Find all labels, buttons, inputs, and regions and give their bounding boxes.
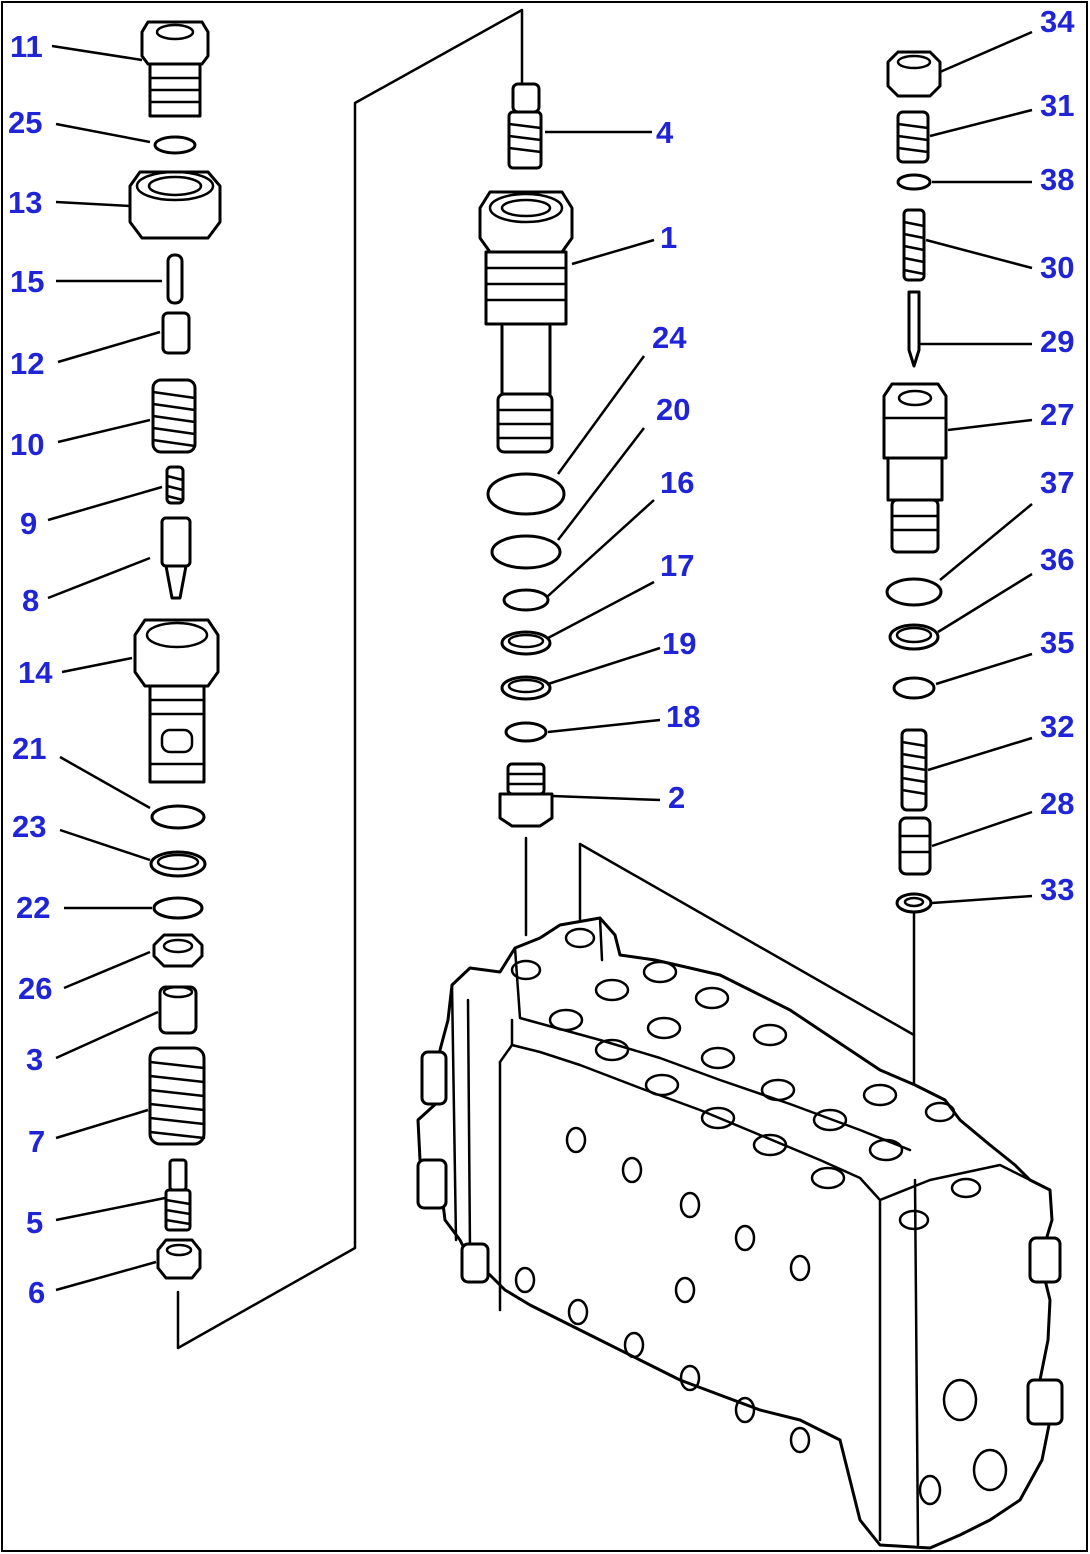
part-18-o-ring[interactable] — [504, 721, 548, 743]
callout-labels: 11 25 13 15 12 10 9 8 14 21 23 22 26 3 7… — [8, 4, 1075, 1310]
leader-lines — [47, 30, 1033, 1292]
part-1-valve-assembly[interactable] — [478, 190, 574, 454]
callout-10[interactable]: 10 — [10, 427, 44, 462]
part-6-nut[interactable] — [156, 1238, 202, 1280]
callout-23[interactable]: 23 — [12, 809, 46, 844]
part-16-o-ring[interactable] — [502, 588, 550, 612]
callout-9[interactable]: 9 — [20, 506, 37, 541]
callout-36[interactable]: 36 — [1040, 542, 1074, 577]
part-4-screw[interactable] — [507, 82, 543, 170]
callout-3[interactable]: 3 — [26, 1042, 43, 1077]
callout-18[interactable]: 18 — [666, 699, 700, 734]
part-8-poppet[interactable] — [160, 516, 192, 600]
callout-8[interactable]: 8 — [22, 583, 39, 618]
callout-16[interactable]: 16 — [660, 465, 694, 500]
callout-29[interactable]: 29 — [1040, 324, 1074, 359]
housing-front-holes — [514, 1126, 1008, 1506]
callout-38[interactable]: 38 — [1040, 162, 1074, 197]
part-22-o-ring[interactable] — [152, 896, 204, 920]
part-32-spring[interactable] — [900, 728, 928, 812]
part-3-piston[interactable] — [158, 985, 198, 1035]
housing-ports — [510, 927, 982, 1231]
part-20-o-ring[interactable] — [490, 534, 562, 570]
part-31-screw[interactable] — [896, 110, 930, 164]
callout-20[interactable]: 20 — [656, 392, 690, 427]
callout-19[interactable]: 19 — [662, 626, 696, 661]
callout-11[interactable]: 11 — [10, 29, 43, 64]
part-12-sleeve[interactable] — [161, 311, 191, 355]
part-2-plug[interactable] — [498, 762, 554, 828]
callout-32[interactable]: 32 — [1040, 709, 1074, 744]
callout-21[interactable]: 21 — [12, 731, 46, 766]
part-35-o-ring[interactable] — [892, 676, 936, 700]
part-14-valve-body[interactable] — [133, 618, 220, 784]
callout-22[interactable]: 22 — [16, 890, 50, 925]
callout-13[interactable]: 13 — [8, 185, 42, 220]
right-stack — [882, 50, 948, 914]
callout-5[interactable]: 5 — [26, 1205, 43, 1240]
part-36-backup-ring[interactable] — [888, 623, 940, 651]
callout-35[interactable]: 35 — [1040, 625, 1074, 660]
part-23-backup-ring[interactable] — [149, 850, 207, 878]
callout-6[interactable]: 6 — [28, 1275, 45, 1310]
control-valve-housing — [416, 916, 1064, 1550]
callout-34[interactable]: 34 — [1040, 4, 1075, 39]
callout-25[interactable]: 25 — [8, 105, 42, 140]
left-stack — [128, 20, 222, 1280]
part-27-valve-body[interactable] — [882, 382, 948, 554]
part-13-nut[interactable] — [128, 170, 222, 240]
part-11-plug[interactable] — [140, 20, 210, 118]
part-28-poppet[interactable] — [898, 816, 932, 876]
callout-7[interactable]: 7 — [28, 1124, 45, 1159]
part-30-spring[interactable] — [902, 208, 926, 282]
callout-4[interactable]: 4 — [656, 115, 674, 150]
part-25-o-ring[interactable] — [153, 135, 197, 155]
callout-31[interactable]: 31 — [1040, 88, 1074, 123]
part-10-spring[interactable] — [151, 378, 197, 454]
part-26-seat[interactable] — [152, 933, 204, 968]
part-7-spring[interactable] — [148, 1046, 206, 1146]
part-29-needle[interactable] — [907, 290, 921, 368]
center-stack — [478, 82, 574, 828]
callout-27[interactable]: 27 — [1040, 397, 1074, 432]
part-19-backup-ring[interactable] — [500, 675, 552, 701]
callout-17[interactable]: 17 — [660, 548, 694, 583]
part-38-o-ring[interactable] — [896, 173, 932, 191]
callout-28[interactable]: 28 — [1040, 786, 1074, 821]
callout-2[interactable]: 2 — [668, 780, 685, 815]
part-21-o-ring[interactable] — [150, 804, 206, 830]
callout-24[interactable]: 24 — [652, 320, 687, 355]
callout-37[interactable]: 37 — [1040, 465, 1074, 500]
part-37-o-ring[interactable] — [885, 577, 943, 607]
callout-1[interactable]: 1 — [660, 220, 677, 255]
callout-14[interactable]: 14 — [18, 655, 53, 690]
part-17-backup-ring[interactable] — [500, 630, 552, 656]
part-9-spring[interactable] — [165, 465, 185, 505]
part-24-o-ring[interactable] — [486, 472, 566, 516]
part-15-pin[interactable] — [166, 253, 184, 305]
part-5-adjust-screw[interactable] — [164, 1158, 192, 1232]
part-33-ring[interactable] — [895, 892, 933, 914]
part-34-cap[interactable] — [886, 50, 942, 98]
callout-15[interactable]: 15 — [10, 264, 44, 299]
callout-33[interactable]: 33 — [1040, 872, 1074, 907]
callout-30[interactable]: 30 — [1040, 250, 1074, 285]
callout-12[interactable]: 12 — [10, 346, 44, 381]
callout-26[interactable]: 26 — [18, 971, 52, 1006]
